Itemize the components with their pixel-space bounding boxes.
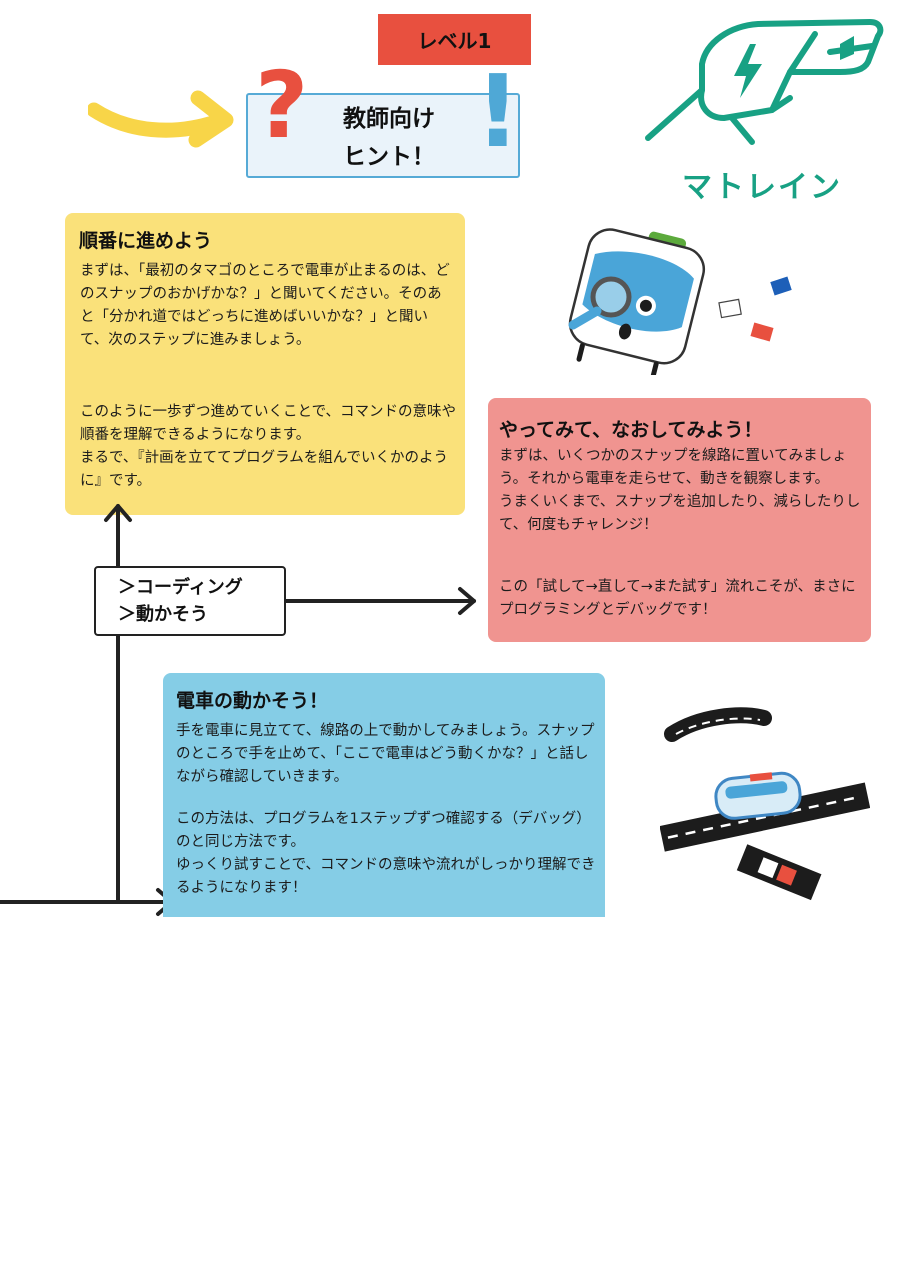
hint-title-line2: ヒント！: [343, 144, 435, 170]
card-try-and-fix-paragraph-1: まずは、いくつかのスナップを線路に置いてみましょう。それから電車を走らせて、動き…: [499, 445, 864, 537]
brand-name: マトレイン: [682, 170, 842, 205]
exclamation-mark-icon: !: [475, 53, 521, 170]
coding-label-line1: ＞コーディング: [118, 577, 243, 598]
matatalab-train-logo-icon: [645, 19, 884, 145]
teacher-hint-title: 教師向け ヒント！: [343, 100, 463, 176]
card-move-the-train-paragraph-2: この方法は、プログラムを1ステップずつ確認する（デバッグ）のと同じ方法です。 ゆ…: [176, 808, 601, 900]
card-step-by-step-paragraph-2: このように一歩ずつ進めていくことで、コマンドの意味や順番を理解できるようになりま…: [80, 401, 460, 493]
card-move-the-train: [163, 673, 605, 917]
question-mark-icon: ?: [255, 52, 309, 159]
card-step-by-step-title: 順番に進めよう: [79, 230, 213, 252]
card-try-and-fix-p1-line1: まずは、いくつかのスナップを線路に置いてみましょう。それから電車を走らせて、動き…: [499, 448, 847, 487]
teacher-hint-box: [246, 93, 520, 178]
card-try-and-fix: [488, 398, 871, 642]
coding-move-label: ＞コーディング ＞動かそう: [94, 566, 286, 636]
card-step-by-step-paragraph-1: まずは、「最初のタマゴのところで電車が止まるのは、どのスナップのおかげかな？」と…: [80, 263, 450, 348]
coding-label-line2: ＞動かそう: [118, 604, 208, 625]
card-move-the-train-paragraph-1: 手を電車に見立てて、線路の上で動かしてみましょう。スナップのところで手を止めて、…: [176, 723, 595, 785]
card-try-and-fix-paragraph-2: この「試して→直して→また試す」流れこそが、まさにプログラミングとデバッグです！: [499, 579, 856, 618]
color-cards-illustration-icon: [718, 276, 792, 342]
card-try-and-fix-p1-line2: うまくいくまで、スナップを追加したり、減らしたりして、何度もチャレンジ！: [499, 494, 861, 533]
card-move-the-train-p2-line2: ゆっくり試すことで、コマンドの意味や流れがしっかり理解できるようになります！: [176, 857, 596, 896]
card-step-by-step: [65, 213, 465, 515]
card-move-the-train-title: 電車の動かそう！: [176, 690, 329, 712]
card-step-by-step-p2-line1: このように一歩ずつ進めていくことで、コマンドの意味や順番を理解できるようになりま…: [80, 404, 456, 443]
train-track-illustration-icon: [660, 707, 870, 901]
card-move-the-train-p2-line1: この方法は、プログラムを1ステップずつ確認する（デバッグ）のと同じ方法です。: [176, 811, 591, 850]
hint-title-line1: 教師向け: [343, 106, 435, 132]
level-badge: レベル1: [378, 14, 531, 65]
yellow-arrow-icon: [88, 90, 234, 148]
card-try-and-fix-title: やってみて、なおしてみよう！: [499, 419, 763, 441]
card-step-by-step-p2-line2: まるで、『計画を立ててプログラムを組んでいくかのように』です。: [80, 450, 449, 489]
robot-magnifier-illustration-icon: [568, 228, 706, 375]
